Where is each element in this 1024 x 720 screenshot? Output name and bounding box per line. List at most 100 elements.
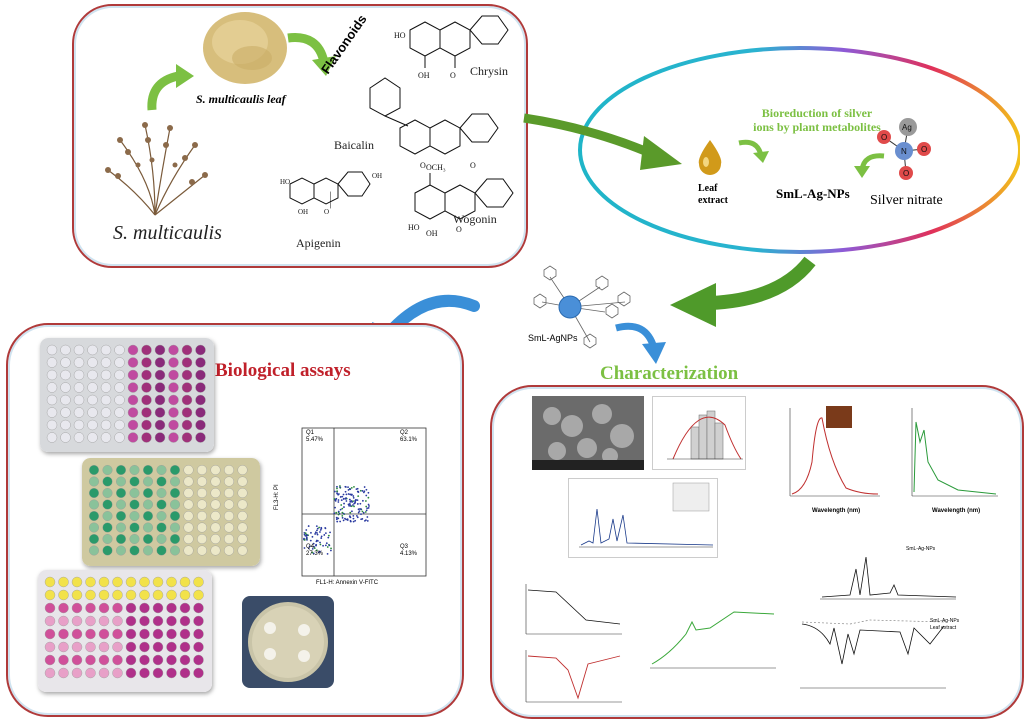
flow-event-dot bbox=[327, 534, 330, 537]
flow-event-dot bbox=[364, 511, 367, 513]
flow-event-dot bbox=[352, 504, 354, 506]
flow-event-dot bbox=[351, 510, 353, 513]
flow-event-dot bbox=[311, 547, 314, 550]
well bbox=[44, 589, 56, 601]
well bbox=[169, 488, 180, 499]
well bbox=[87, 357, 98, 368]
well bbox=[169, 499, 180, 510]
well bbox=[71, 641, 83, 653]
flow-event-dot bbox=[362, 491, 365, 494]
well bbox=[143, 511, 154, 522]
well bbox=[166, 641, 177, 653]
well bbox=[223, 488, 234, 499]
well bbox=[179, 602, 191, 614]
well bbox=[169, 476, 180, 487]
well bbox=[156, 476, 167, 487]
well bbox=[100, 357, 112, 368]
petri-dish-image bbox=[242, 596, 334, 688]
well bbox=[139, 654, 150, 666]
leaf-powder-image bbox=[203, 12, 287, 84]
flow-event-dot bbox=[319, 541, 321, 544]
well bbox=[44, 576, 56, 588]
well bbox=[88, 499, 100, 510]
flow-event-dot bbox=[354, 519, 357, 522]
well bbox=[210, 522, 221, 533]
flow-event-dot bbox=[314, 533, 317, 535]
flow-event-dot bbox=[349, 505, 352, 507]
well bbox=[210, 545, 221, 556]
flow-event-dot bbox=[320, 535, 323, 538]
flow-event-dot bbox=[360, 513, 362, 516]
flow-event-dot bbox=[345, 497, 347, 499]
well bbox=[125, 589, 137, 601]
flow-event-dot bbox=[336, 492, 339, 495]
flow-event-dot bbox=[312, 552, 315, 555]
flow-event-dot bbox=[354, 501, 357, 504]
flow-event-dot bbox=[305, 537, 308, 540]
well bbox=[179, 628, 191, 640]
well bbox=[223, 511, 234, 522]
flow-event-dot bbox=[334, 499, 337, 501]
flow-event-dot bbox=[320, 526, 323, 529]
sem-image bbox=[532, 396, 644, 470]
well bbox=[169, 545, 180, 556]
flow-event-dot bbox=[345, 500, 348, 502]
well bbox=[88, 488, 100, 499]
well bbox=[71, 654, 83, 666]
flow-event-dot bbox=[303, 539, 306, 541]
flow-event-dot bbox=[349, 516, 352, 519]
flow-event-dot bbox=[361, 510, 364, 513]
well bbox=[195, 419, 206, 431]
well bbox=[183, 545, 194, 556]
well bbox=[143, 464, 154, 476]
ftir-legend-1: SmL-Ag-NPs bbox=[930, 618, 960, 624]
flow-event-dot bbox=[319, 529, 322, 531]
flow-event-dot bbox=[358, 508, 361, 510]
well bbox=[139, 628, 150, 640]
well bbox=[116, 488, 127, 499]
well bbox=[114, 432, 125, 443]
flow-event-dot bbox=[320, 537, 323, 539]
flow-event-dot bbox=[342, 512, 345, 515]
flow-event-dot bbox=[352, 496, 355, 499]
well bbox=[196, 522, 207, 533]
well bbox=[210, 488, 221, 499]
well bbox=[44, 654, 56, 666]
well bbox=[156, 511, 167, 522]
well bbox=[193, 628, 204, 640]
well bbox=[210, 499, 221, 510]
well bbox=[102, 545, 113, 556]
flow-event-dot bbox=[315, 544, 317, 547]
well bbox=[116, 533, 127, 544]
ftir-legend-2: Leaf extract bbox=[930, 625, 957, 631]
well bbox=[60, 382, 71, 393]
well bbox=[87, 382, 98, 393]
flow-event-dot bbox=[358, 510, 361, 513]
well bbox=[73, 369, 85, 381]
size-histogram bbox=[652, 396, 746, 470]
well bbox=[152, 628, 164, 640]
well bbox=[100, 344, 112, 356]
green-arrow-icon bbox=[523, 113, 682, 170]
well bbox=[116, 499, 127, 510]
flow-event-dot bbox=[304, 532, 307, 535]
flow-event-dot bbox=[347, 486, 349, 489]
well bbox=[181, 382, 193, 393]
well bbox=[156, 545, 167, 556]
flow-event-dot bbox=[352, 520, 355, 523]
well bbox=[44, 615, 56, 627]
well bbox=[195, 369, 206, 381]
flow-event-dot bbox=[367, 491, 370, 494]
well bbox=[46, 382, 58, 393]
well bbox=[141, 357, 152, 368]
q3-value: 4.13% bbox=[400, 551, 418, 557]
compound-label-wogonin: Wogonin bbox=[453, 212, 497, 226]
well bbox=[125, 667, 137, 679]
well bbox=[85, 589, 96, 601]
flow-event-dot bbox=[357, 511, 360, 514]
well bbox=[196, 533, 207, 544]
flow-event-dot bbox=[328, 544, 331, 547]
well bbox=[116, 476, 127, 487]
flow-event-dot bbox=[325, 542, 328, 545]
well bbox=[85, 667, 96, 679]
